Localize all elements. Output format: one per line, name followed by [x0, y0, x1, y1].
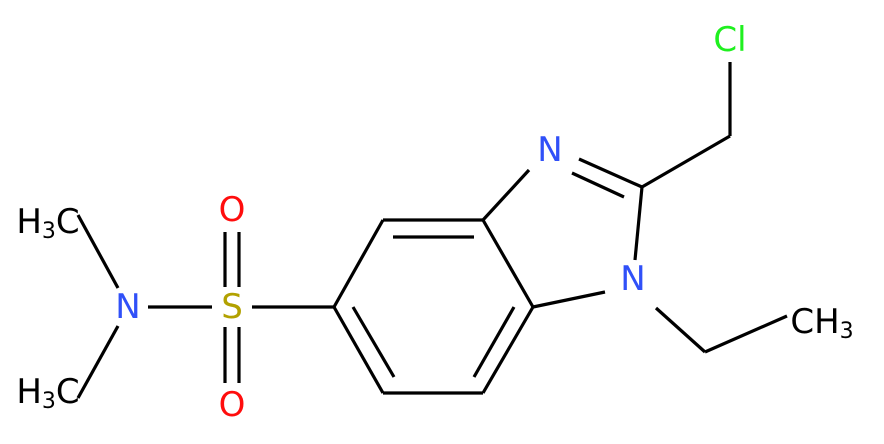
bond-c5-c4	[332, 219, 385, 308]
atom-methyl-bottom: H3C	[16, 372, 79, 414]
bond-n-methyl-top	[76, 214, 120, 289]
bond-n1-ch2	[654, 306, 707, 354]
bond-n3-c2-inner	[571, 171, 625, 199]
atom-ethyl-ch3: CH3	[790, 302, 853, 344]
bond-c6-c5-inner	[351, 306, 396, 378]
atom-n-amide: N	[115, 287, 140, 327]
bond-n-methyl-bottom	[76, 325, 120, 399]
bond-n1-c7a	[532, 290, 606, 309]
bond-c2-ch2	[641, 134, 731, 189]
atom-sulfur: S	[221, 287, 243, 327]
bond-c2-n1	[633, 186, 644, 261]
atom-methyl-top: H3C	[16, 202, 79, 244]
bond-c6-c5	[332, 306, 385, 394]
bond-n3-c2	[578, 157, 643, 189]
bond-c3a-c7a	[481, 219, 535, 308]
bond-c3a-n3	[481, 168, 531, 222]
bond-c7a-c7-inner	[472, 306, 516, 378]
atom-oxygen-bottom: O	[219, 385, 246, 425]
bond-ch2-ch3	[704, 314, 788, 354]
atom-oxygen-top: O	[219, 190, 246, 230]
bond-c7a-c7	[481, 306, 535, 394]
atom-labels: Cl N N S O O N H3C H3C CH3	[16, 20, 853, 425]
atom-chlorine: Cl	[713, 20, 746, 60]
bonds	[76, 62, 788, 399]
atom-n3: N	[537, 130, 562, 170]
atom-n1: N	[620, 259, 645, 299]
